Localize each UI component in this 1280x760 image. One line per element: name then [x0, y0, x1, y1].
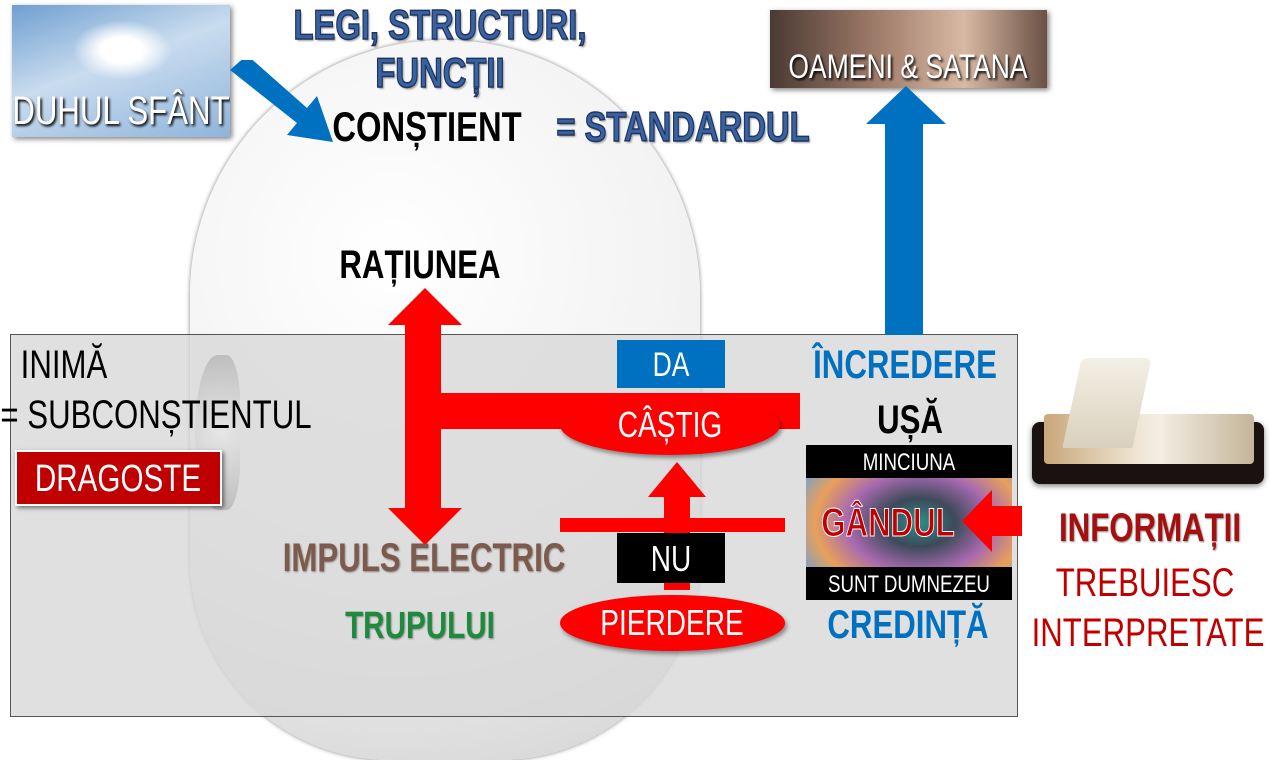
info-line1: TREBUIESC — [1055, 561, 1235, 605]
lie-label: MINCIUNA — [862, 449, 956, 476]
arrow-up-shaft — [885, 122, 923, 335]
lie-bar: MINCIUNA — [806, 445, 1012, 478]
gain-label: CÂȘTIG — [617, 404, 723, 445]
heart-title: INIMĂ — [20, 343, 108, 387]
standard-label: = STANDARDUL — [556, 103, 810, 150]
faith-label: CREDINȚĂ — [827, 603, 989, 647]
door-label: UȘĂ — [877, 398, 943, 442]
red-arrow-down-head — [388, 508, 462, 545]
people-satan-image: OAMENI & SATANA — [770, 10, 1047, 88]
i-am-god-label: SUNT DUMNEZEU — [828, 571, 990, 598]
bible-image — [1022, 350, 1270, 490]
love-label: DRAGOSTE — [34, 458, 202, 500]
i-am-god-bar: SUNT DUMNEZEU — [806, 567, 1012, 600]
yes-label: DA — [652, 346, 690, 384]
gain-ellipse: CÂȘTIG — [560, 395, 780, 455]
holy-spirit-image: DUHUL SFÂNT — [12, 5, 230, 137]
reason-label: RAȚIUNEA — [339, 243, 501, 287]
loss-ellipse: PIERDERE — [560, 595, 785, 651]
yes-box: DA — [617, 340, 725, 388]
red-arrow-up-head — [388, 288, 462, 325]
people-satan-label: OAMENI & SATANA — [788, 48, 1028, 86]
arrow-up-head — [866, 86, 946, 124]
subconscious-label: = SUBCONȘTIENTUL — [0, 393, 312, 437]
no-box: NU — [617, 533, 725, 583]
info-title: INFORMAȚII — [1059, 506, 1241, 550]
laws-line2: FUNCȚII — [375, 49, 505, 96]
impulse-label: IMPULS ELECTRIC — [282, 536, 566, 580]
loss-label: PIERDERE — [600, 602, 744, 643]
no-label: NU — [650, 538, 692, 579]
conscious-label: CONȘTIENT — [332, 103, 522, 150]
trust-label: ÎNCREDERE — [813, 343, 997, 387]
body-label: TRUPULUI — [345, 605, 495, 647]
love-box: DRAGOSTE — [15, 450, 222, 506]
info-line2: INTERPRETATE — [1031, 611, 1265, 655]
dove-icon — [72, 20, 172, 80]
laws-line1: LEGI, STRUCTURI, — [293, 1, 587, 48]
red-arrow-info-to-thought — [962, 490, 1022, 552]
arrow-holy-spirit-to-conscious — [230, 60, 333, 142]
thought-label: GÂNDUL — [821, 501, 955, 545]
red-small-arrow-head — [648, 462, 706, 497]
holy-spirit-label: DUHUL SFÂNT — [12, 89, 230, 133]
